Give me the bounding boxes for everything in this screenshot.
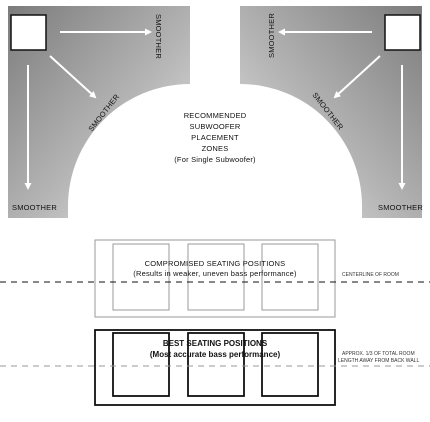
compromised-title: COMPROMISED SEATING POSITIONS [145, 259, 286, 268]
best-seating-outline [94, 329, 336, 406]
compromised-seat-right [261, 243, 319, 311]
center-label-line-5: (For Single Subwoofer) [174, 155, 256, 164]
approx-note-line-2: LENGTH AWAY FROM BACK WALL [338, 358, 419, 364]
center-label-line-4: ZONES [202, 144, 229, 153]
left-arrow-diagonal [49, 55, 97, 99]
placement-zones-label: RECOMMENDED SUBWOOFER PLACEMENT ZONES (F… [174, 111, 256, 164]
best-seat-left [112, 332, 170, 397]
compromised-seating-outline [94, 239, 336, 318]
compromised-seat-left [112, 243, 170, 311]
best-seat-right [261, 332, 319, 397]
compromised-seat-middle [187, 243, 245, 311]
smoother-label-bottom-right: SMOOTHER [378, 203, 423, 212]
best-seat-middle [187, 332, 245, 397]
best-subtitle: (Most accurate bass performance) [150, 350, 281, 359]
smoother-label-top-right: SMOOTHER [267, 13, 276, 58]
center-label-line-2: SUBWOOFER [190, 122, 241, 131]
center-label-line-3: PLACEMENT [191, 133, 239, 142]
smoother-label-top-left: SMOOTHER [154, 14, 163, 59]
best-title: BEST SEATING POSITIONS [163, 339, 268, 348]
left-subwoofer-icon [10, 14, 47, 51]
compromised-seating-group [94, 239, 336, 318]
right-subwoofer-icon [384, 14, 421, 51]
approx-note-line-1: APPROX. 1/3 OF TOTAL ROOM [342, 351, 415, 357]
center-label-line-1: RECOMMENDED [184, 111, 247, 120]
centerline-note: CENTERLINE OF ROOM [342, 272, 399, 278]
right-arrow-diagonal [333, 55, 381, 99]
compromised-subtitle: (Results in weaker, uneven bass performa… [133, 269, 297, 278]
best-seating-group [94, 329, 336, 406]
smoother-label-bottom-left: SMOOTHER [12, 203, 57, 212]
